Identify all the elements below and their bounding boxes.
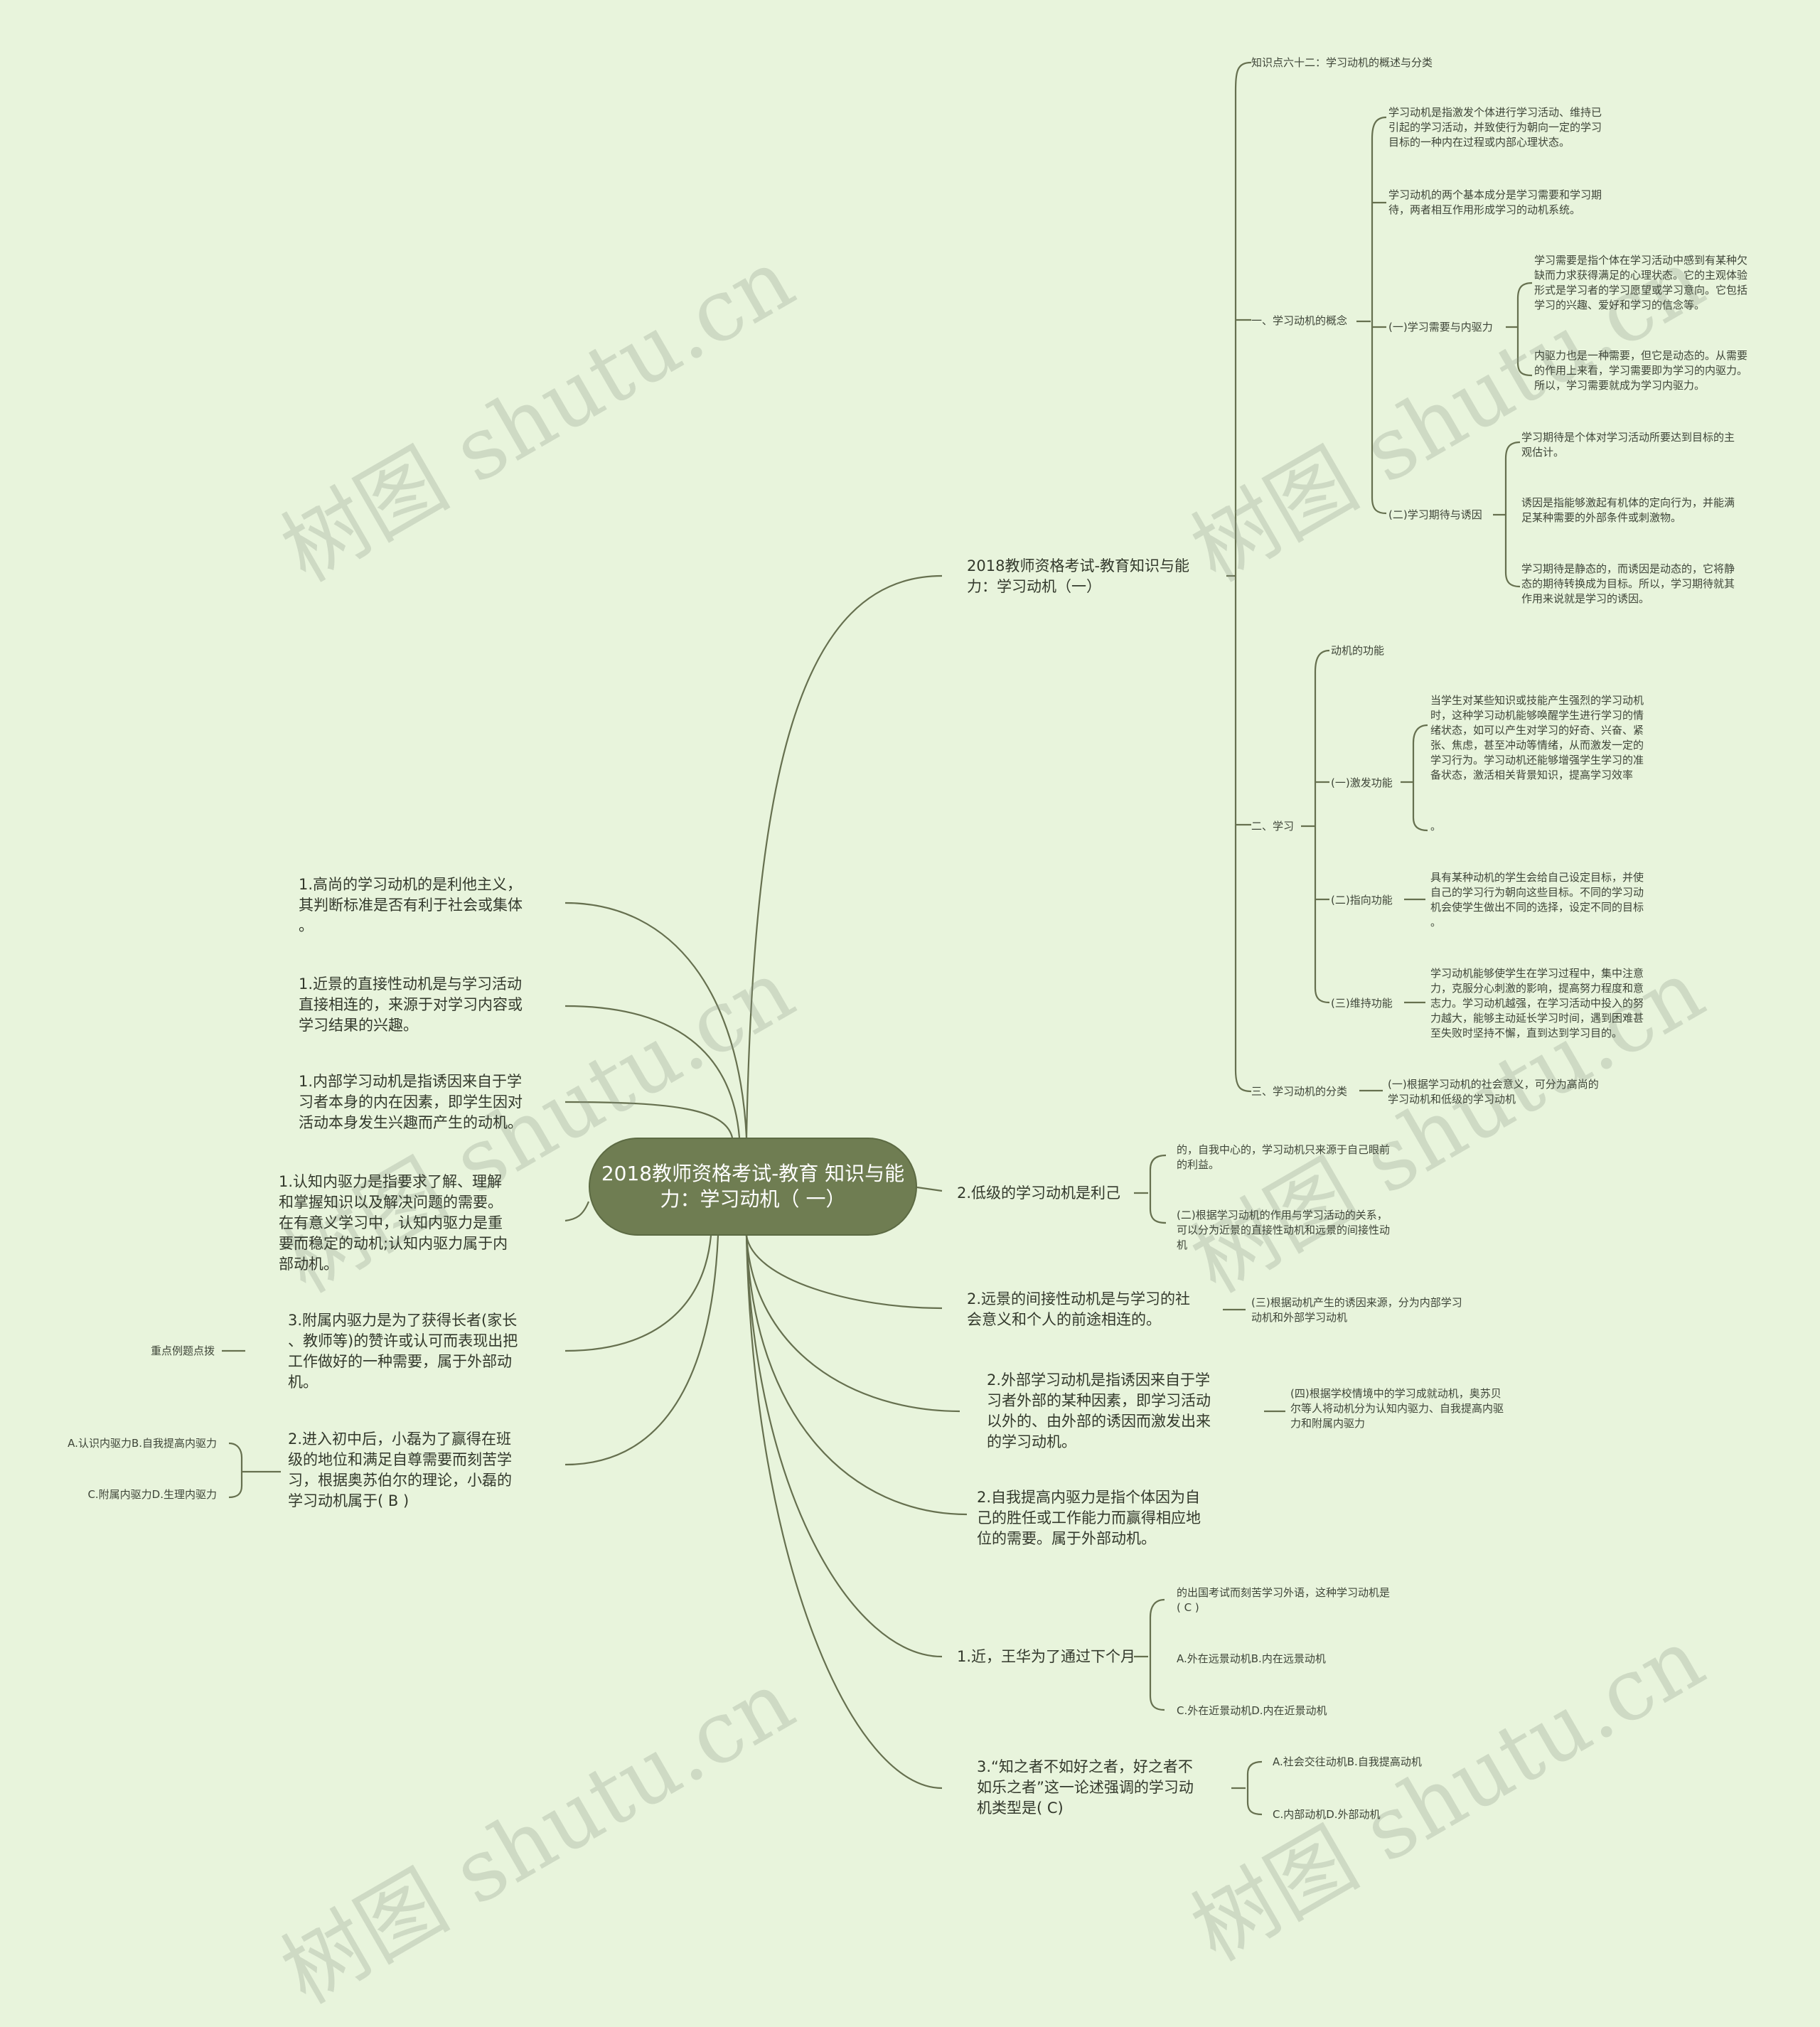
- source-classification[interactable]: (三)根据动机产生的诱因来源，分为内部学习 动机和外部学习动机: [1251, 1296, 1462, 1324]
- classification-topic[interactable]: 三、学习动机的分类: [1251, 1085, 1348, 1098]
- noble-motive[interactable]: 1.高尚的学习动机的是利他主义， 其判断标准是否有利于社会或集体 。: [299, 876, 523, 934]
- expect-detail-a[interactable]: 学习期待是个体对学习活动所要达到目标的主 观估计。: [1521, 431, 1735, 459]
- concept-components[interactable]: 学习动机的两个基本成分是学习需要和学习期 待，两者相互作用形成学习的动机系统。: [1388, 188, 1602, 216]
- near-motive[interactable]: 1.近景的直接性动机是与学习活动 直接相连的，来源于对学习内容或 学习结果的兴趣…: [299, 975, 523, 1034]
- function-activate-end[interactable]: 。: [1430, 820, 1442, 833]
- expect-detail-b[interactable]: 诱因是指能够激起有机体的定向行为，并能满 足某种需要的外部条件或刺激物。: [1521, 496, 1735, 524]
- root-topic[interactable]: 2018教师资格考试-教育 知识与能力：学习动机（ 一）: [589, 1138, 917, 1236]
- question-2-options-ab[interactable]: A.认识内驱力B.自我提高内驱力: [68, 1437, 217, 1450]
- achievement-classification[interactable]: (四)根据学校情境中的学习成就动机，奥苏贝 尔等人将动机分为认知内驱力、自我提高…: [1290, 1387, 1504, 1430]
- main-topic[interactable]: 2018教师资格考试-教育知识与能 力：学习动机（一）: [967, 557, 1190, 595]
- question-1-options-ab[interactable]: A.外在远景动机B.内在远景动机: [1177, 1652, 1326, 1665]
- function-maintain[interactable]: (三)维持功能: [1331, 997, 1393, 1010]
- low-motive[interactable]: 2.低级的学习动机是利己: [957, 1184, 1121, 1202]
- internal-motive[interactable]: 1.内部学习动机是指诱因来自于学 习者本身的内在因素，即学生因对 活动本身发生兴…: [299, 1073, 523, 1131]
- question-3-options-cd[interactable]: C.内部动机D.外部动机: [1273, 1808, 1381, 1821]
- connector-lines: [222, 61, 1533, 1816]
- question-2-options-cd[interactable]: C.附属内驱力D.生理内驱力: [87, 1488, 217, 1501]
- relation-classification[interactable]: (二)根据学习动机的作用与学习活动的关系， 可以分为近景的直接性动机和远景的间接…: [1177, 1209, 1391, 1251]
- function-topic[interactable]: 动机的功能: [1331, 644, 1385, 657]
- attach-drive[interactable]: 3.附属内驱力是为了获得长者(家长 、教师等)的赞许或认可而表现出把 工作做好的…: [288, 1312, 518, 1391]
- question-1[interactable]: 1.近，王华为了通过下个月: [957, 1648, 1136, 1665]
- classification-social[interactable]: (一)根据学习动机的社会意义，可分为高尚的 学习动机和低级的学习动机: [1388, 1078, 1599, 1106]
- function-direct[interactable]: (二)指向功能: [1331, 894, 1393, 906]
- need-detail-a[interactable]: 学习需要是指个体在学习活动中感到有某种欠 缺而力求获得满足的心理状态。它的主观体…: [1534, 254, 1748, 311]
- cognitive-drive[interactable]: 1.认知内驱力是指要求了解、理解 和掌握知识以及解决问题的需要。 在有意义学习中…: [279, 1173, 508, 1273]
- far-motive[interactable]: 2.远景的间接性动机是与学习的社 会意义和个人的前途相连的。: [967, 1290, 1191, 1328]
- need-topic[interactable]: (一)学习需要与内驱力: [1388, 321, 1493, 333]
- self-improve-drive[interactable]: 2.自我提高内驱力是指个体因为自 己的胜任或工作能力而赢得相应地 位的需要。属于…: [977, 1489, 1201, 1547]
- question-1-stem[interactable]: 的出国考试而刻苦学习外语，这种学习动机是 ( C ): [1177, 1586, 1391, 1614]
- study-topic[interactable]: 二、学习: [1251, 820, 1295, 833]
- question-3-options-ab[interactable]: A.社会交往动机B.自我提高动机: [1273, 1755, 1422, 1768]
- need-detail-b[interactable]: 内驱力也是一种需要，但它是动态的。从需要 的作用上来看，学习需要即为学习的内驱力…: [1534, 349, 1748, 392]
- question-3[interactable]: 3.“知之者不如好之者，好之者不 如乐之者”这一论述强调的学习动 机类型是( C…: [977, 1758, 1194, 1817]
- mind-map-canvas: { "watermark": "树图 shutu.cn", "root": "2…: [68, 56, 1748, 2023]
- low-motive-detail[interactable]: 的，自我中心的，学习动机只来源于自己眼前 的利益。: [1177, 1143, 1391, 1171]
- knowledge-point[interactable]: 知识点六十二：学习动机的概述与分类: [1251, 56, 1433, 69]
- concept-topic[interactable]: 一、学习动机的概念: [1251, 314, 1348, 327]
- function-maintain-detail[interactable]: 学习动机能够使学生在学习过程中，集中注意 力，克服分心刺激的影响，提高努力程度和…: [1430, 967, 1644, 1039]
- question-2[interactable]: 2.进入初中后，小磊为了赢得在班 级的地位和满足自尊需要而刻苦学 习，根据奥苏伯…: [288, 1430, 512, 1509]
- function-activate[interactable]: (一)激发功能: [1331, 776, 1393, 789]
- function-direct-detail[interactable]: 具有某种动机的学生会给自己设定目标，并使 自己的学习行为朝向这些目标。不同的学习…: [1430, 871, 1644, 929]
- key-example-tip[interactable]: 重点例题点拨: [150, 1344, 215, 1357]
- expect-detail-c[interactable]: 学习期待是静态的，而诱因是动态的，它将静 态的期待转换成为目标。所以，学习期待就…: [1521, 562, 1735, 605]
- expect-topic[interactable]: (二)学习期待与诱因: [1388, 508, 1482, 521]
- external-motive[interactable]: 2.外部学习动机是指诱因来自于学 习者外部的某种因素，即学习活动 以外的、由外部…: [987, 1371, 1211, 1450]
- function-activate-detail[interactable]: 当学生对某些知识或技能产生强烈的学习动机 时，这种学习动机能够唤醒学生进行学习的…: [1430, 694, 1644, 781]
- concept-definition[interactable]: 学习动机是指激发个体进行学习活动、维持已 引起的学习活动，并致使行为朝向一定的学…: [1388, 106, 1602, 149]
- question-1-options-cd[interactable]: C.外在近景动机D.内在近景动机: [1177, 1704, 1327, 1717]
